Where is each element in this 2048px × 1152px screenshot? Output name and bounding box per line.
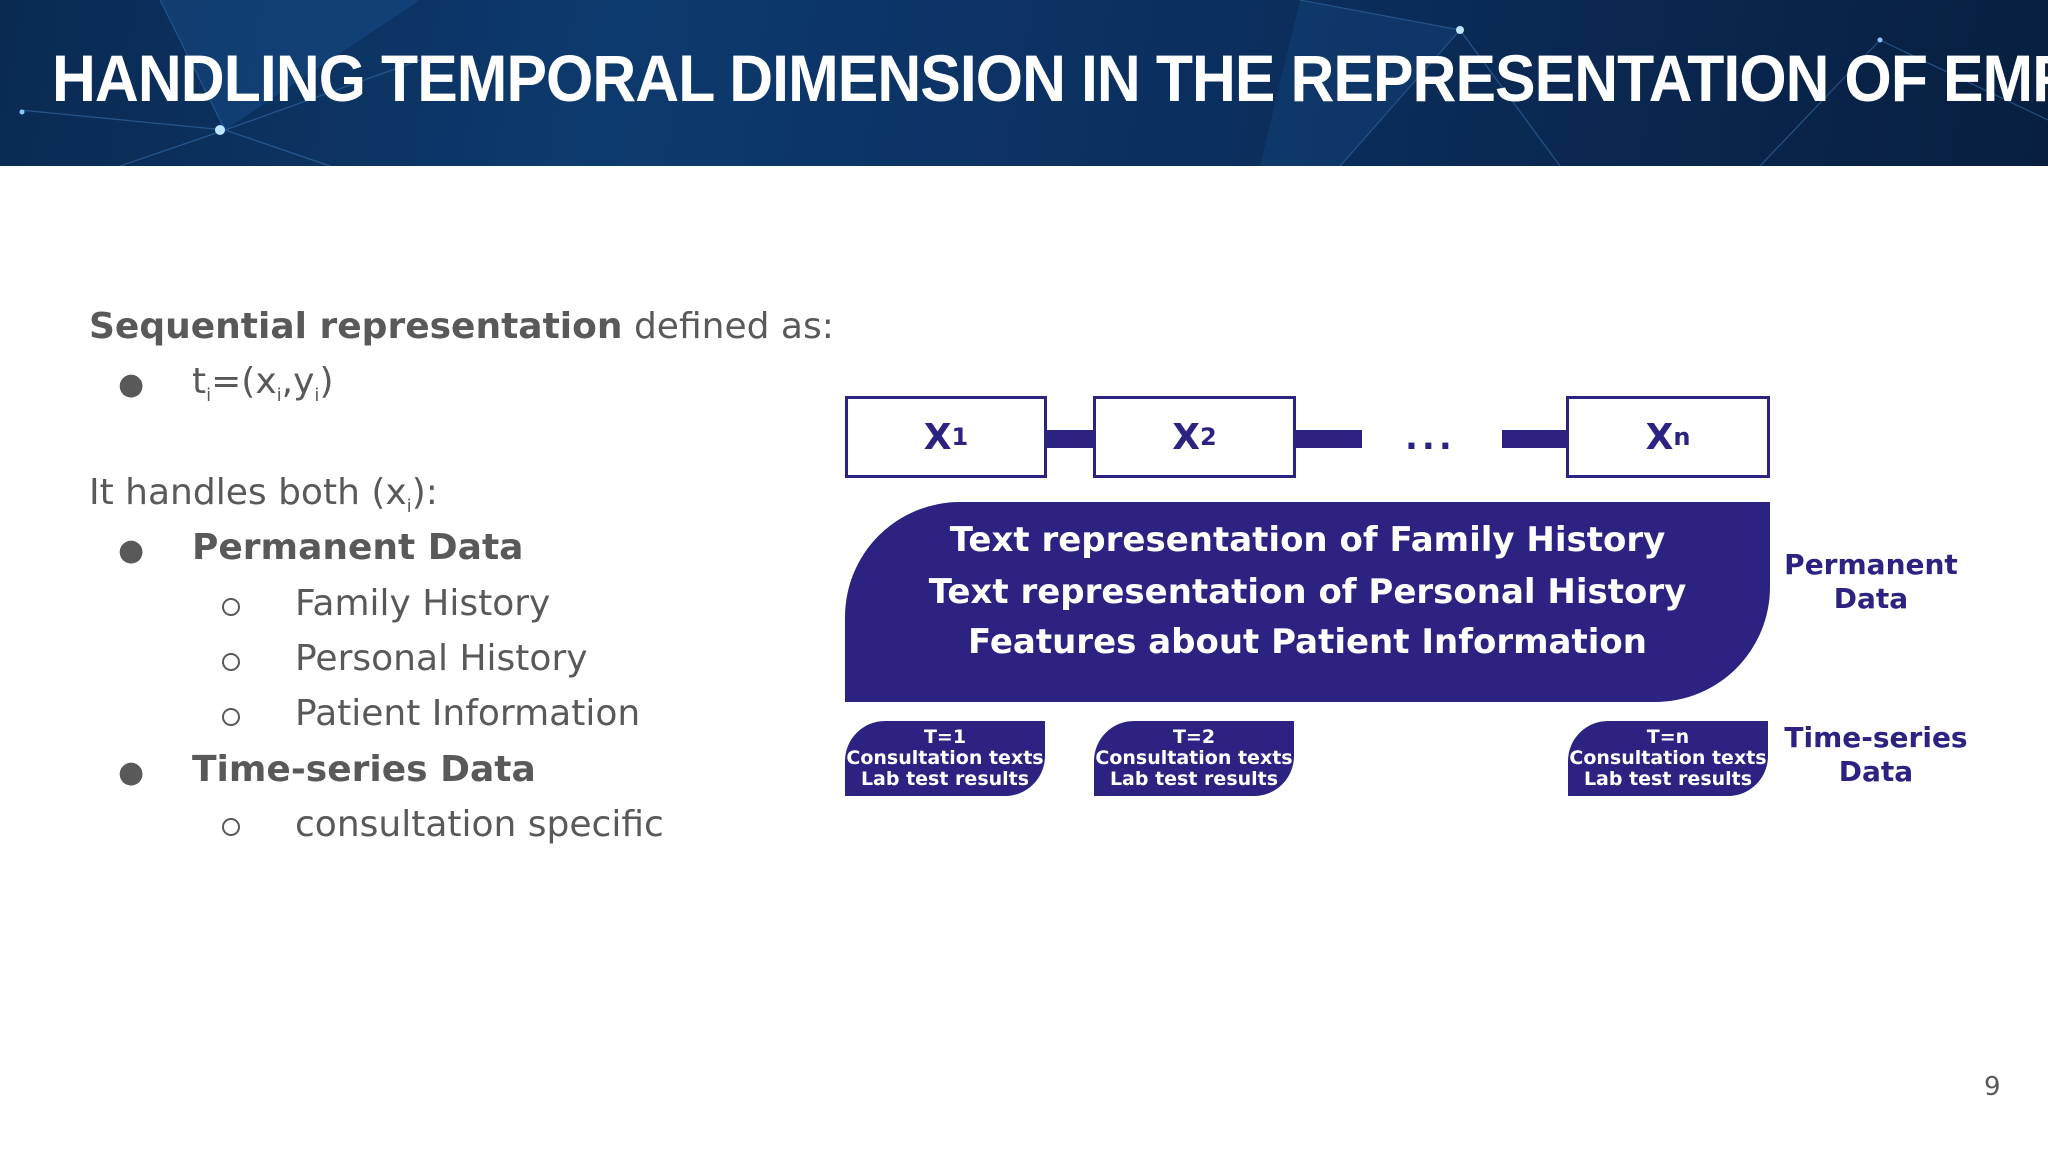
permanent-item: Patient Information <box>295 693 641 734</box>
time-box-line: Consultation texts <box>1095 747 1293 769</box>
connector-bar <box>1294 430 1362 448</box>
side-label-line: Data <box>1833 582 1909 615</box>
time-box-1: T=1 Consultation texts Lab test results <box>845 721 1045 796</box>
time-box-line: Consultation texts <box>1569 747 1767 769</box>
permanent-item: Personal History <box>295 638 588 679</box>
permanent-line: Features about Patient Information <box>968 622 1647 662</box>
x-box-sub: 2 <box>1200 423 1217 451</box>
side-label-line: Time-series <box>1784 721 1968 754</box>
x-box-label: X <box>923 416 952 458</box>
time-box-line: Consultation texts <box>846 747 1044 769</box>
time-box-line: Lab test results <box>860 768 1030 790</box>
time-box-t: T=2 <box>1172 726 1216 748</box>
side-label-permanent: Permanent Data <box>1778 548 1964 616</box>
side-label-line: Data <box>1838 755 1914 788</box>
formula-t: t <box>192 361 207 402</box>
formula: ti=(xi,yi) <box>192 361 333 406</box>
time-box-n: T=n Consultation texts Lab test results <box>1568 721 1768 796</box>
permanent-item: Family History <box>295 583 551 624</box>
bullet-dot-icon: ● <box>118 755 145 790</box>
formula-close: ) <box>319 361 334 402</box>
formula-sub-1: i <box>206 385 212 406</box>
header-banner: HANDLING TEMPORAL DIMENSION IN THE REPRE… <box>0 0 2048 166</box>
handles-prefix: It handles both (x <box>89 472 407 513</box>
timeseries-item: consultation specific <box>295 804 664 845</box>
page-number: 9 <box>1984 1072 2001 1102</box>
permanent-data-block: Text representation of Family History Te… <box>845 502 1770 702</box>
x-box-sub: 1 <box>951 423 969 451</box>
ellipsis: ... <box>1405 418 1456 458</box>
x-box-sub: n <box>1673 423 1691 451</box>
time-box-2: T=2 Consultation texts Lab test results <box>1094 721 1294 796</box>
bullet-circle-icon <box>222 818 240 836</box>
side-label-timeseries: Time-series Data <box>1778 721 1974 789</box>
formula-sub-2: i <box>276 385 282 406</box>
formula-sub-3: i <box>314 385 320 406</box>
connector-bar <box>1044 430 1096 448</box>
time-box-t: T=1 <box>923 726 967 748</box>
slide-title: HANDLING TEMPORAL DIMENSION IN THE REPRE… <box>52 41 2048 115</box>
time-box-t: T=n <box>1646 726 1690 748</box>
connector-bar <box>1502 430 1570 448</box>
bullet-circle-icon <box>222 653 240 671</box>
permanent-heading: Permanent Data <box>192 527 524 568</box>
formula-eq: =(x <box>211 361 277 402</box>
handles-suffix: ): <box>411 472 438 513</box>
bullet-circle-icon <box>222 598 240 616</box>
intro-rest: defined as: <box>633 306 834 347</box>
timeseries-heading: Time-series Data <box>192 749 536 790</box>
permanent-line: Text representation of Personal History <box>928 572 1687 612</box>
bullet-dot-icon: ● <box>118 367 145 402</box>
time-box-line: Lab test results <box>1583 768 1753 790</box>
x-box-label: X <box>1172 416 1201 458</box>
bullet-dot-icon: ● <box>118 533 145 568</box>
intro-bold: Sequential representation <box>89 306 623 347</box>
time-box-line: Lab test results <box>1109 768 1279 790</box>
network-background-graphic <box>19 0 2048 166</box>
bullet-circle-icon <box>222 708 240 726</box>
x-box-label: X <box>1645 416 1674 458</box>
formula-y: ,y <box>281 361 315 402</box>
handles-line: It handles both (xi): <box>89 472 438 517</box>
handles-sub: i <box>406 496 412 517</box>
intro-line: Sequential representation defined as: <box>89 306 834 347</box>
side-label-line: Permanent <box>1784 548 1958 581</box>
permanent-line: Text representation of Family History <box>949 520 1666 560</box>
